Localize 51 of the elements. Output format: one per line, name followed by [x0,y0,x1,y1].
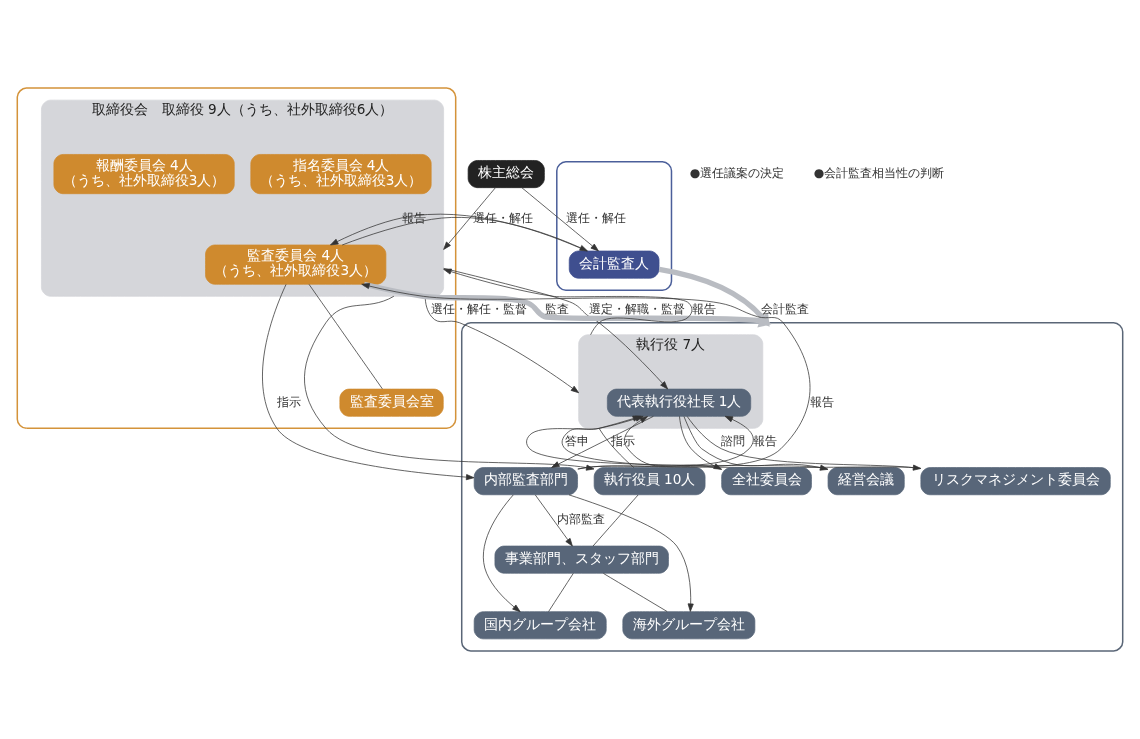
node-box: 株主総会 [467,160,545,189]
edge-label: 報告 [809,394,834,409]
arrow [483,494,521,613]
node-box: リスクマネジメント委員会 [920,467,1111,496]
node-box: 監査委員会室 [339,388,444,417]
node-box: 監査委員会 4人 （うち、社外取締役3人） [205,244,387,285]
node-box: 報酬委員会 4人 （うち、社外取締役3人） [53,154,235,195]
edge-label: 選任・解任 [566,211,627,226]
cluster [16,87,457,430]
node-box: 内部監査部門 [473,467,578,496]
arrow [361,283,811,470]
edge-label: 選任・解任・監督 [431,301,528,316]
edge-label: 報告 [753,433,778,448]
arrow [443,267,669,390]
edge-label: 答申 [565,433,590,448]
connector [592,494,639,547]
cluster [460,321,1124,652]
connector [308,284,383,390]
edge-label: 諮問 [721,433,746,448]
node-box: 国内グループ会社 [473,611,607,640]
arrow [443,268,693,336]
arrow [534,494,573,547]
arrow [568,494,694,612]
edge-label: 報告 [691,301,716,316]
node-box: 経営会議 [827,467,905,496]
node-box: 代表執行役社長 1人 [606,388,752,417]
arrow [686,416,922,471]
arrow [679,416,722,470]
node-box: 事業部門、スタッフ部門 [494,545,669,574]
node-box: 執行役員 10人 [593,467,706,496]
edge-label: 選定・解職・監督 [589,301,686,316]
label: ●会計監査相当性の判断 [813,165,945,180]
arrow [521,187,599,252]
arrow [443,187,496,250]
arrow [304,295,595,471]
edge-label: 内部監査 [556,512,605,527]
node-box: 海外グループ会社 [622,611,756,640]
node-box: 指名委員会 4人 （うち、社外取締役3人） [250,154,432,195]
node-box: 会計監査人 [568,250,660,279]
arrow [683,416,829,471]
label: ●選任議案の決定 [689,165,785,180]
edge-label: 指示 [611,433,636,448]
edge-label: 会計監査 [760,301,809,316]
connector [548,573,574,612]
connector [598,427,635,468]
arrow [262,284,475,481]
edge-label: 監査 [544,301,569,316]
edge-label: 指示 [276,394,301,409]
cluster [556,160,673,292]
connector [603,573,668,612]
node-box: 全社委員会 [721,467,812,496]
